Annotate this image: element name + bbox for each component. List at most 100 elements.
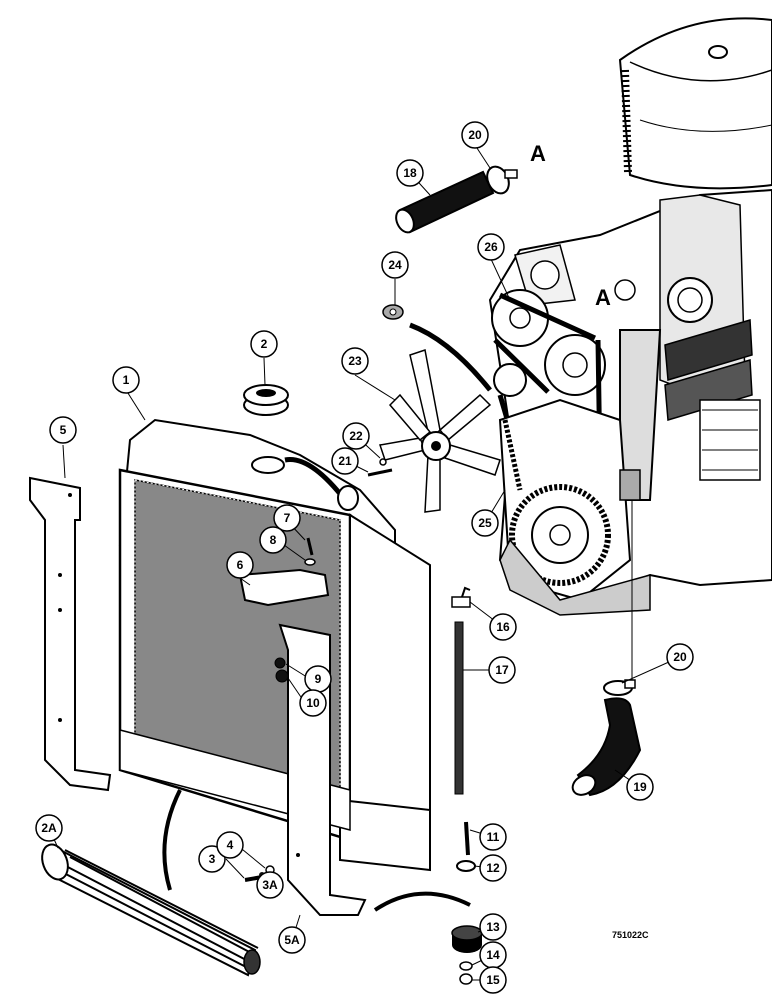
callout-circle: [479, 854, 507, 882]
callout-number: 21: [338, 454, 352, 468]
callout-10: 10: [299, 689, 327, 717]
callout-circle: [256, 871, 284, 899]
callout-circle: [341, 347, 369, 375]
callout-19: 19: [626, 773, 654, 801]
callout-24: 24: [381, 251, 409, 279]
callout-circle: [259, 526, 287, 554]
callout-2a: 2A: [35, 814, 63, 842]
section-marker-a-top: A: [530, 141, 546, 166]
callout-number: 8: [270, 533, 277, 547]
install-arrow-mount: [373, 891, 471, 912]
drain-tube: [454, 621, 464, 795]
washer-9-icon: [274, 657, 286, 669]
callout-circle: [299, 689, 327, 717]
callout-circle: [216, 831, 244, 859]
callout-number: 3: [209, 852, 216, 866]
callout-circle: [331, 447, 359, 475]
callout-circle: [461, 121, 489, 149]
upper-hose: [395, 170, 495, 234]
hose-clamp-upper: [486, 165, 518, 195]
callout-bubbles: 122A33A455A67891011121314151617181920202…: [35, 121, 694, 994]
callout-circle: [477, 233, 505, 261]
callout-number: 5: [60, 423, 67, 437]
callout-12: 12: [479, 854, 507, 882]
callout-circle: [666, 643, 694, 671]
callout-circle: [396, 159, 424, 187]
rubber-mount: [451, 925, 483, 953]
callout-6: 6: [226, 551, 254, 579]
callout-circle: [273, 504, 301, 532]
callout-26: 26: [477, 233, 505, 261]
callout-number: 20: [468, 128, 482, 142]
callout-8: 8: [259, 526, 287, 554]
engine: [488, 188, 772, 616]
callout-number: 19: [633, 780, 647, 794]
callout-number: 10: [306, 696, 320, 710]
callout-circle: [471, 509, 499, 537]
callout-circle: [479, 913, 507, 941]
nut-10-icon: [275, 669, 289, 683]
fan-belt: [502, 419, 523, 491]
callout-21: 21: [331, 447, 359, 475]
callout-23: 23: [341, 347, 369, 375]
strap-washer: [304, 558, 316, 566]
hose-clamp-lower: [603, 679, 636, 696]
callout-number: 26: [484, 240, 498, 254]
callout-circle: [626, 773, 654, 801]
callout-circle: [381, 251, 409, 279]
callout-circle: [488, 656, 516, 684]
callout-number: 4: [227, 838, 234, 852]
radiator: [118, 418, 431, 872]
cooling-fan: [379, 349, 501, 513]
callout-17: 17: [488, 656, 516, 684]
mount-bolt: [464, 821, 470, 856]
callout-circle: [489, 613, 517, 641]
mounting-strap: [238, 568, 330, 607]
lock-washer-icon: [379, 458, 387, 466]
callout-number: 16: [496, 620, 510, 634]
callout-14: 14: [479, 941, 507, 969]
callout-number: 5A: [284, 933, 300, 947]
lower-hose: [571, 697, 642, 797]
callout-number: 23: [348, 354, 362, 368]
wing-nut-icon: [708, 45, 728, 59]
callout-circle: [112, 366, 140, 394]
callout-11: 11: [479, 823, 507, 851]
mount-washer-14: [459, 961, 473, 971]
mount-nut-15: [459, 973, 473, 985]
callout-20: 20: [461, 121, 489, 149]
callout-13: 13: [479, 913, 507, 941]
callout-circle: [250, 330, 278, 358]
mount-washer: [456, 860, 476, 872]
callout-9: 9: [304, 665, 332, 693]
callout-number: 15: [486, 973, 500, 987]
callout-2: 2: [250, 330, 278, 358]
callout-circle: [342, 422, 370, 450]
drain-cock: [451, 586, 471, 608]
callout-4: 4: [216, 831, 244, 859]
callout-circle: [35, 814, 63, 842]
callout-7: 7: [273, 504, 301, 532]
install-arrow-2a: [162, 789, 182, 891]
callout-circle: [479, 966, 507, 994]
callout-number: 9: [315, 672, 322, 686]
callout-22: 22: [342, 422, 370, 450]
callout-5a: 5A: [278, 926, 306, 954]
filler-neck: [251, 456, 285, 474]
callout-number: 2: [261, 337, 268, 351]
callout-circle: [226, 551, 254, 579]
callout-circle: [278, 926, 306, 954]
callout-number: 24: [388, 258, 402, 272]
callout-16: 16: [489, 613, 517, 641]
callout-number: 12: [486, 861, 500, 875]
fan-bolt: [367, 468, 393, 477]
callout-circle: [49, 416, 77, 444]
callout-number: 17: [495, 663, 509, 677]
callout-18: 18: [396, 159, 424, 187]
callout-circle: [479, 823, 507, 851]
fan-spacer: [382, 304, 404, 320]
callout-25: 25: [471, 509, 499, 537]
callout-1: 1: [112, 366, 140, 394]
